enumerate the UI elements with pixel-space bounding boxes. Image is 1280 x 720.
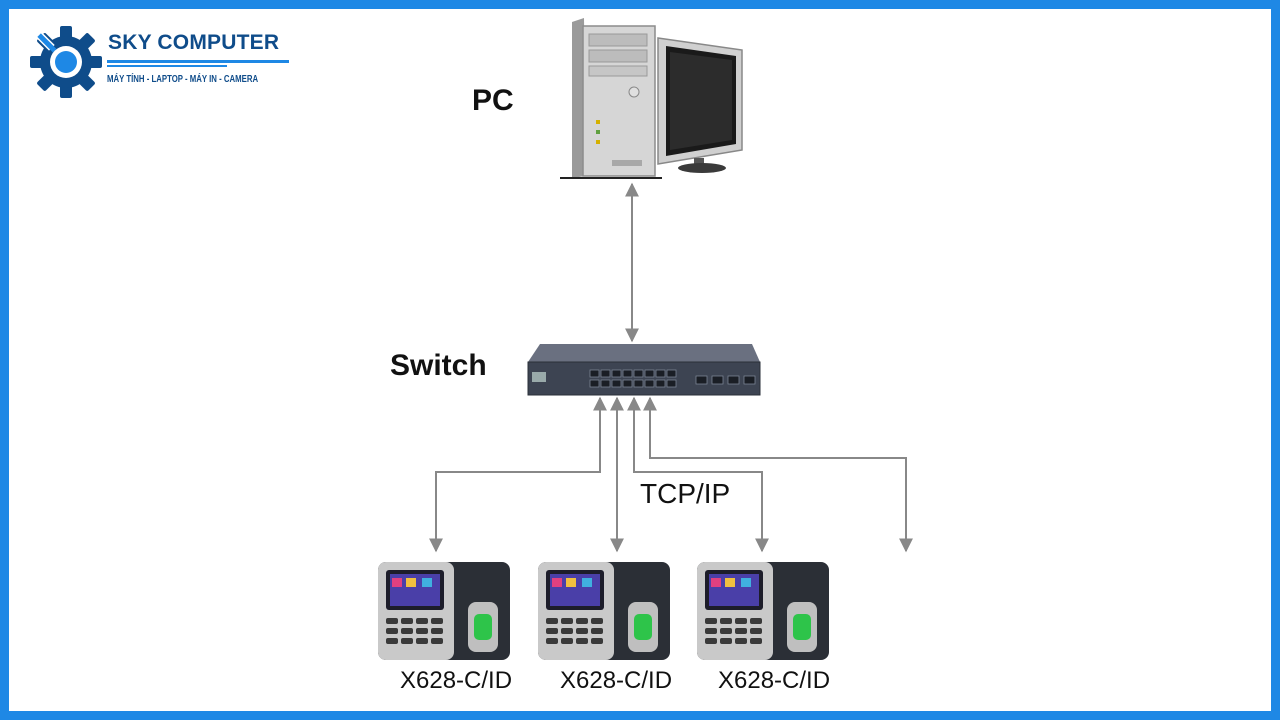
pc-label: PC [472, 84, 514, 117]
switch-label: Switch [390, 349, 487, 382]
tcp-ip-label: TCP/IP [640, 478, 731, 509]
device-label-2: X628-C/ID [560, 667, 673, 694]
pc-tower-icon [560, 18, 662, 179]
fingerprint-terminal-3 [697, 562, 829, 660]
fingerprint-terminal-2 [538, 562, 670, 660]
device-label-3: X628-C/ID [718, 667, 831, 694]
logo-subtitle: MÁY TÍNH - LAPTOP - MÁY IN - CAMERA [107, 74, 259, 85]
pc-monitor-icon [657, 37, 743, 173]
link-device-4 [643, 396, 913, 553]
link-device-3 [627, 396, 769, 553]
gear-wrench-icon [30, 26, 102, 98]
link-device-1 [429, 396, 607, 553]
network-switch-icon [527, 344, 761, 396]
logo-title: SKY COMPUTER [108, 31, 280, 54]
fingerprint-terminal-1 [378, 562, 510, 660]
logo: SKY COMPUTER MÁY TÍNH - LAPTOP - MÁY IN … [28, 24, 289, 100]
logo-underline [107, 60, 289, 67]
device-label-1: X628-C/ID [400, 667, 513, 694]
connectors [429, 182, 913, 553]
